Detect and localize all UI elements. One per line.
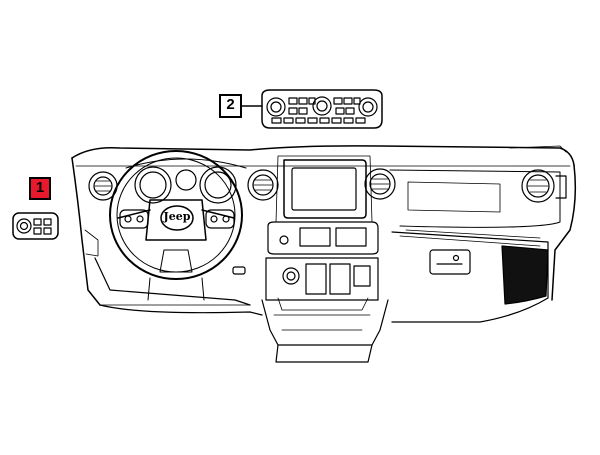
steering-wheel-and-cluster	[84, 150, 247, 301]
climate-control-panel	[261, 89, 383, 129]
jeep-logo: Jeep	[163, 210, 191, 223]
instrument-panel	[71, 145, 577, 323]
center-stack	[247, 155, 396, 363]
callout-1: 1	[29, 177, 51, 200]
callout-1-label: 1	[35, 179, 45, 196]
callout-2: 2	[219, 94, 242, 118]
callout-2-label: 2	[226, 96, 235, 113]
headlamp-switch	[12, 212, 59, 240]
